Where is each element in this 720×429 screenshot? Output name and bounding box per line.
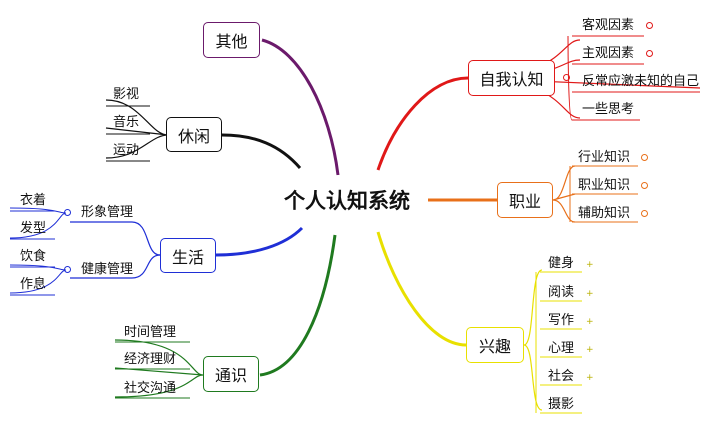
tongshi-item[interactable]: 经济理财 bbox=[124, 352, 177, 367]
collapse-toggle-icon[interactable] bbox=[64, 266, 71, 273]
branch-xiuxian[interactable]: 休闲 bbox=[166, 117, 222, 152]
center-topic[interactable]: 个人认知系统 bbox=[284, 189, 410, 213]
expand-plus-icon[interactable]: + bbox=[586, 373, 594, 383]
xingqu-item[interactable]: 心理 bbox=[548, 341, 575, 356]
shenghuo-subgroup[interactable]: 形象管理 bbox=[81, 205, 134, 220]
xingqu-item[interactable]: 健身 bbox=[548, 256, 575, 271]
branch-tongshi[interactable]: 通识 bbox=[203, 356, 259, 392]
expand-toggle-icon[interactable] bbox=[646, 22, 653, 29]
xingqu-item[interactable]: 写作 bbox=[548, 313, 575, 328]
ziwo-item[interactable]: 客观因素 bbox=[582, 18, 635, 33]
branch-shenghuo[interactable]: 生活 bbox=[160, 238, 216, 273]
branch-zhiye[interactable]: 职业 bbox=[497, 182, 553, 218]
zhiye-item[interactable]: 行业知识 bbox=[578, 150, 631, 165]
xiuxian-item[interactable]: 音乐 bbox=[113, 115, 140, 130]
branch-ziwo[interactable]: 自我认知 bbox=[468, 60, 555, 96]
expand-plus-icon[interactable]: + bbox=[586, 317, 594, 327]
collapse-toggle-icon[interactable] bbox=[64, 209, 71, 216]
shenghuo-item[interactable]: 饮食 bbox=[20, 249, 47, 264]
tongshi-item[interactable]: 社交沟通 bbox=[124, 381, 177, 396]
branch-xingqu[interactable]: 兴趣 bbox=[466, 327, 524, 363]
branch-qita[interactable]: 其他 bbox=[203, 22, 260, 58]
expand-plus-icon[interactable]: + bbox=[586, 345, 594, 355]
shenghuo-subgroup[interactable]: 健康管理 bbox=[81, 262, 134, 277]
ziwo-item[interactable]: 一些思考 bbox=[582, 102, 635, 117]
zhiye-item[interactable]: 职业知识 bbox=[578, 178, 631, 193]
xiuxian-item[interactable]: 运动 bbox=[113, 143, 140, 158]
xingqu-item[interactable]: 摄影 bbox=[548, 397, 575, 412]
ziwo-item[interactable]: 反常应激未知的自己 bbox=[582, 74, 700, 89]
expand-toggle-icon[interactable] bbox=[641, 210, 648, 217]
tongshi-item[interactable]: 时间管理 bbox=[124, 325, 177, 340]
shenghuo-item[interactable]: 衣着 bbox=[20, 193, 47, 208]
shenghuo-item[interactable]: 作息 bbox=[20, 277, 47, 292]
expand-plus-icon[interactable]: + bbox=[586, 260, 594, 270]
xingqu-item[interactable]: 社会 bbox=[548, 369, 575, 384]
xingqu-item[interactable]: 阅读 bbox=[548, 285, 575, 300]
shenghuo-item[interactable]: 发型 bbox=[20, 221, 47, 236]
expand-plus-icon[interactable]: + bbox=[586, 289, 594, 299]
expand-toggle-icon[interactable] bbox=[641, 154, 648, 161]
ziwo-item[interactable]: 主观因素 bbox=[582, 46, 635, 61]
xiuxian-item[interactable]: 影视 bbox=[113, 87, 140, 102]
zhiye-item[interactable]: 辅助知识 bbox=[578, 206, 631, 221]
collapse-toggle-icon[interactable] bbox=[563, 74, 570, 81]
expand-toggle-icon[interactable] bbox=[641, 182, 648, 189]
expand-toggle-icon[interactable] bbox=[646, 50, 653, 57]
